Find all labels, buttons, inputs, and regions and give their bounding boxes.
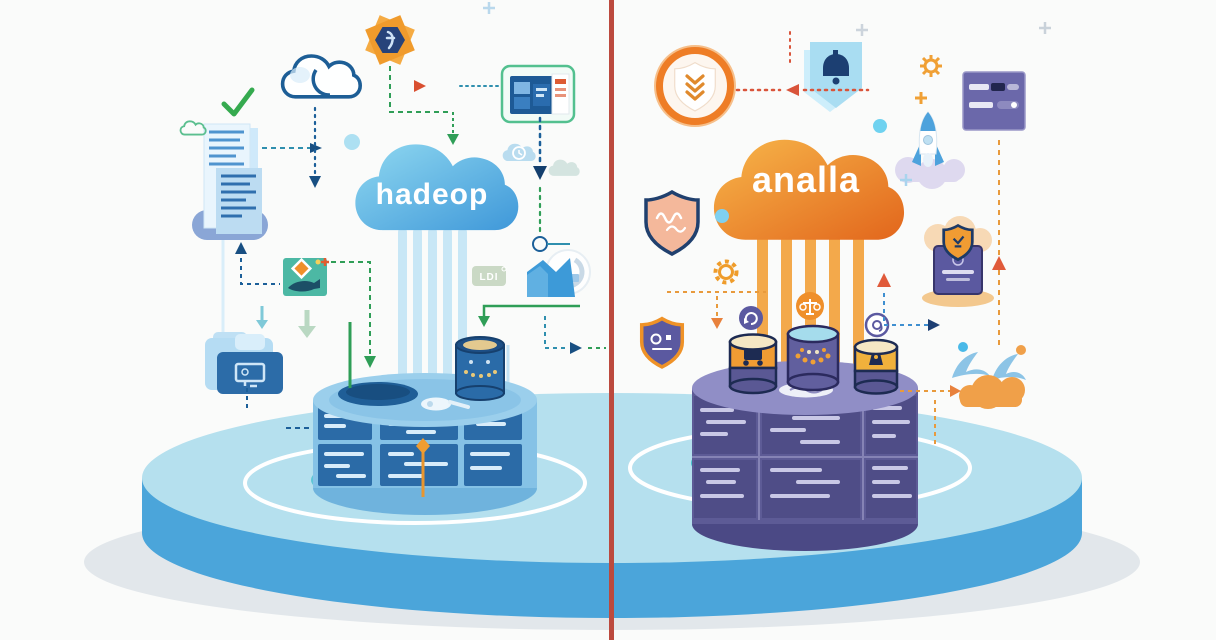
gear-star-icon xyxy=(920,55,942,77)
bell-badge-icon xyxy=(804,42,862,112)
star-badge-icon xyxy=(365,15,415,65)
orange-cloud-icon xyxy=(959,375,1025,409)
left-zone: hadeop xyxy=(179,2,606,515)
outline-cloud-icon xyxy=(280,54,363,99)
gear-icon xyxy=(713,259,739,285)
orange-pin-icon xyxy=(416,438,430,497)
divider-line xyxy=(609,0,614,640)
shield-circle-icon xyxy=(654,45,736,127)
right-connectors xyxy=(667,31,1006,444)
document-stack-icon xyxy=(192,123,268,240)
plus-icon xyxy=(915,92,927,104)
clock-cloud-icon xyxy=(502,143,536,162)
rocket-icon xyxy=(895,111,965,189)
ldi-badge-label: LDI xyxy=(479,272,498,283)
dot-icon xyxy=(715,209,729,223)
dot-icon xyxy=(1016,345,1026,355)
plus-icon xyxy=(1039,22,1051,34)
checkmark-icon xyxy=(221,87,255,117)
plus-icon xyxy=(856,24,868,36)
folder-monitor-icon xyxy=(205,332,283,394)
scales-circle-icon xyxy=(796,292,824,320)
right-zone: analla xyxy=(639,22,1051,551)
right-cloud: analla xyxy=(713,139,905,240)
storage-drums-icon xyxy=(728,324,899,395)
dot-icon xyxy=(873,119,887,133)
birds-icon xyxy=(952,352,1026,380)
dashboard-window-icon xyxy=(500,64,576,124)
area-chart-icon xyxy=(527,258,575,297)
right-cloud-label: analla xyxy=(752,159,860,200)
tag-icon xyxy=(421,397,470,411)
dot-icon xyxy=(958,342,968,352)
storage-drum-icon xyxy=(455,336,505,401)
transform-square-icon xyxy=(283,257,329,296)
right-database-icon xyxy=(692,361,918,551)
trophy-card-icon xyxy=(922,216,994,307)
refresh-circle-icon xyxy=(739,306,763,330)
id-shield-icon xyxy=(639,316,685,369)
right-database-rows xyxy=(700,404,912,498)
left-cloud: hadeop xyxy=(355,144,519,231)
red-arrow-icon xyxy=(414,80,426,92)
left-connectors xyxy=(235,66,606,429)
plus-icon xyxy=(900,174,912,186)
settings-card-icon xyxy=(962,71,1026,131)
red-plus-icon xyxy=(321,258,329,266)
dot-icon xyxy=(344,134,360,150)
pale-cloud-icon xyxy=(548,159,580,176)
at-circle-icon xyxy=(864,312,890,338)
plus-icon xyxy=(483,2,495,14)
ldi-badge: LDI xyxy=(472,266,507,286)
rocket-cloud-icon xyxy=(895,157,965,189)
signature-shield-icon xyxy=(644,190,700,256)
mini-cloud-icon xyxy=(179,120,207,136)
left-cloud-label: hadeop xyxy=(376,178,489,211)
